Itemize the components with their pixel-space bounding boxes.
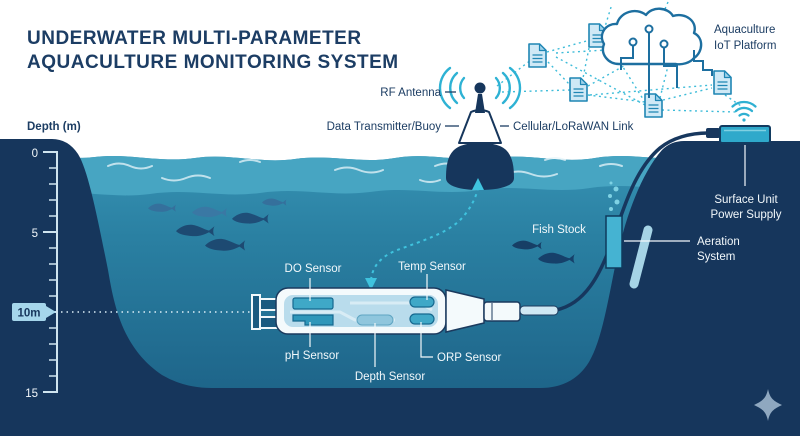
title-line-2: AQUACULTURE MONITORING SYSTEM [27,52,399,73]
land-banks [0,139,800,436]
cloud-circuit-traces [620,24,713,98]
surface-unit-label-1: Surface Unit [714,194,778,206]
sensor-pointers [309,274,433,367]
buoy-base [446,143,514,190]
sonde-nose-cone [445,289,485,333]
ph-sensor-label: pH Sensor [285,350,340,362]
aeration-label-2: System [697,251,735,263]
rf-antenna-label: RF Antenna [380,87,441,99]
iot-platform-label-2: IoT Platform [714,40,776,52]
title-line-1: UNDERWATER MULTI-PARAMETER [27,28,362,49]
aeration-hose [629,225,653,289]
document-icon [528,43,547,68]
document-icon [713,70,732,95]
depth-tick-5: 5 [32,228,38,240]
depth-tick-15: 15 [25,388,38,400]
aeration-label-1: Aeration [697,236,740,248]
depth-scale: Depth (m) 0 5 15 10m [12,121,250,400]
orp-sensor-element [409,313,435,325]
sensor-cable [555,131,716,312]
sonde-gland [483,301,521,322]
water-surface-band [0,154,800,196]
bubbles-icon [608,181,620,211]
iot-platform-label-1: Aquaculture [714,24,775,36]
depth-badge-text: 10m [17,308,40,320]
aeration-system: Aeration System [605,181,740,289]
depth-axis-label: Depth (m) [27,121,81,133]
orp-sensor-label: ORP Sensor [437,352,502,364]
antenna-tip [474,82,486,94]
document-icon [569,77,588,102]
depth-10m-badge: 10m [12,303,56,321]
document-icon [644,93,663,118]
surface-unit-label-2: Power Supply [711,209,782,221]
aeration-diffuser [605,215,623,269]
do-sensor-label: DO Sensor [285,263,342,275]
arrow-up-icon [472,178,484,190]
data-transmitter-label: Data Transmitter/Buoy [327,121,442,133]
fish-stock-label: Fish Stock [532,224,586,236]
buoy: RF Antenna Data Transmitter/Buoy Cellula… [327,66,634,190]
arrow-down-icon [365,278,377,290]
do-sensor-element [292,297,334,310]
temp-sensor-element [409,296,435,308]
cable-connector [706,128,720,138]
iot-cloud: Aquaculture IoT Platform [600,7,776,98]
sonde-end-cap [251,294,261,330]
depth-tick-0: 0 [32,148,38,160]
surface-unit: Surface Unit Power Supply [706,100,782,221]
ph-sensor-element [292,314,334,326]
cellular-link-label: Cellular/LoRaWAN Link [513,121,634,133]
surface-unit-box [719,125,771,144]
temp-sensor-label: Temp Sensor [398,261,466,273]
sensor-probe-icon: DO Sensor Temp Sensor pH Sensor Depth Se… [251,261,559,383]
wifi-icon [731,100,757,122]
data-flow-curve [365,178,484,290]
antenna-icon [475,94,485,113]
rf-signal-icon [438,66,522,110]
depth-sensor-label: Depth Sensor [355,371,425,383]
title-block: UNDERWATER MULTI-PARAMETER AQUACULTURE M… [27,28,399,73]
sparkle-logo-icon [754,389,782,421]
sonde-stem [519,305,559,316]
depth-minor-ticks [49,167,57,377]
